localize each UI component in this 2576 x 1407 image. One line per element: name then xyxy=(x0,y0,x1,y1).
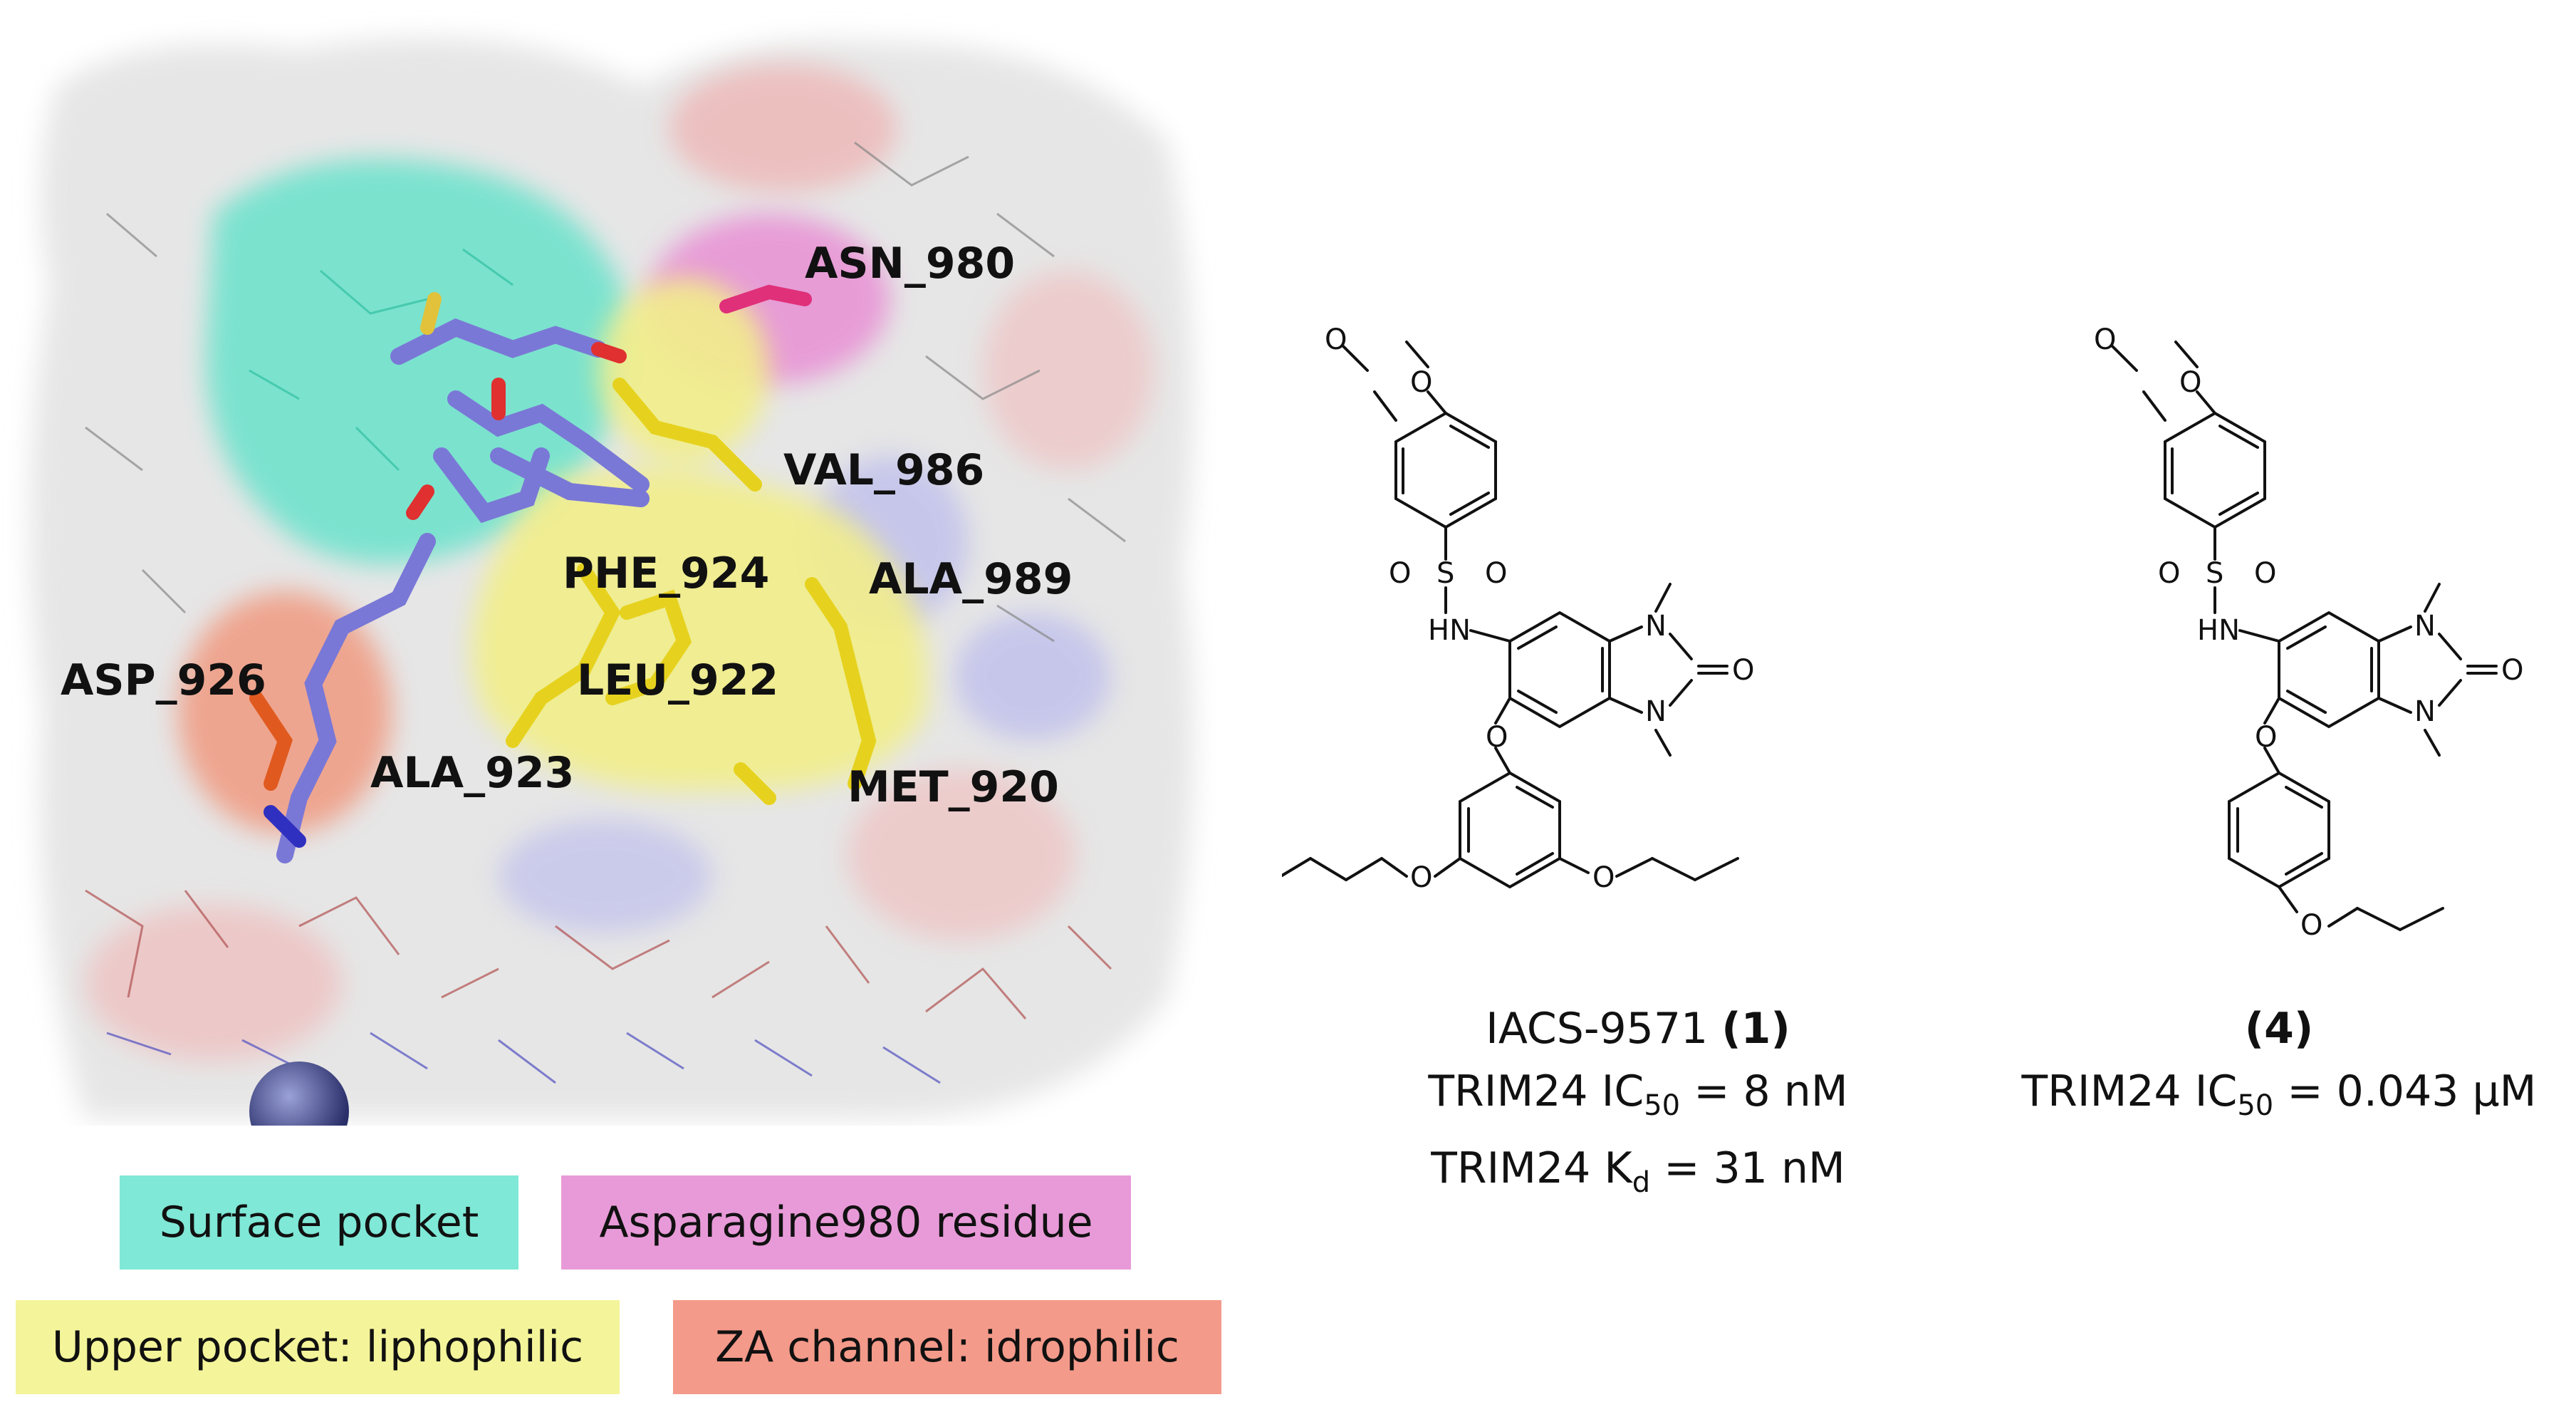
residue-label-leu922: LEU_922 xyxy=(577,655,779,705)
residue-label-ala923: ALA_923 xyxy=(370,748,575,798)
atom-o: O xyxy=(1485,557,1507,590)
compound1-ic50-value: = 8 nM xyxy=(1680,1066,1848,1116)
compound1-ic50-line: TRIM24 IC50 = 8 nM xyxy=(1353,1060,1923,1137)
atom-n: N xyxy=(2414,610,2436,643)
atom-o: O xyxy=(2501,654,2523,687)
compound1-kd-line: TRIM24 Kd = 31 nM xyxy=(1353,1137,1923,1214)
legend-asparagine980: Asparagine980 residue xyxy=(561,1175,1131,1270)
atom-o: O xyxy=(2094,323,2116,356)
atom-n: N xyxy=(1645,695,1667,728)
asp926-sticks xyxy=(249,691,293,791)
compound1-kd-prefix: TRIM24 K xyxy=(1431,1143,1632,1193)
legend-surface-pocket: Surface pocket xyxy=(120,1175,518,1270)
compound1-caption: IACS-9571 (1) TRIM24 IC50 = 8 nM TRIM24 … xyxy=(1353,997,1923,1214)
atom-o: O xyxy=(1486,721,1508,754)
atom-o: O xyxy=(2300,909,2322,940)
atom-n: N xyxy=(1645,610,1667,643)
compound4-number: (4) xyxy=(2244,1004,2314,1054)
residue-sticks xyxy=(506,378,877,805)
compound4-ic50-value: = 0.043 µM xyxy=(2273,1066,2537,1116)
compound4-ic50-prefix: TRIM24 IC xyxy=(2021,1066,2238,1116)
atom-o: O xyxy=(2254,557,2276,590)
za-channel-region xyxy=(178,591,392,834)
background-bonds xyxy=(85,141,1126,1084)
atom-o: O xyxy=(1325,323,1347,356)
residue-label-asn980: ASN_980 xyxy=(805,239,1016,289)
atom-o: O xyxy=(2255,721,2277,754)
atom-o: O xyxy=(2179,366,2201,399)
asn980-sticks xyxy=(719,284,812,313)
compound1-kd-value: = 31 nM xyxy=(1650,1143,1845,1193)
ligand-sticks xyxy=(276,318,650,863)
atom-n: N xyxy=(2414,695,2436,728)
compound4-structure: O O O S O HN N N O O O xyxy=(2094,323,2523,940)
atom-o: O xyxy=(2158,557,2180,590)
compound1-structure: O O O S O HN N N O O O O xyxy=(1282,323,1754,894)
residue-label-ala989: ALA_989 xyxy=(869,554,1073,604)
residue-label-val986: VAL_986 xyxy=(783,445,985,495)
metal-sphere xyxy=(249,1061,349,1126)
compound1-ic50-sub: 50 xyxy=(1644,1089,1681,1122)
compound1-number: (1) xyxy=(1721,1004,1790,1054)
residue-label-met920: MET_920 xyxy=(848,762,1059,812)
compound4-name-line: (4) xyxy=(1994,997,2564,1060)
residue-label-phe924: PHE_924 xyxy=(563,549,770,598)
atom-o: O xyxy=(1410,366,1432,399)
compound4-ic50-line: TRIM24 IC50 = 0.043 µM xyxy=(1994,1060,2564,1137)
atom-o: O xyxy=(1592,861,1615,894)
red-patches xyxy=(85,64,1154,1061)
compound4-ic50-sub: 50 xyxy=(2237,1089,2274,1122)
legend-za-channel: ZA channel: idrophilic xyxy=(673,1300,1221,1394)
protein-surface-rendering xyxy=(30,38,1194,1126)
atom-hn: HN xyxy=(2197,614,2240,647)
compound1-kd-sub: d xyxy=(1632,1166,1651,1199)
atom-o: O xyxy=(1389,557,1411,590)
atom-s: S xyxy=(2206,557,2223,590)
ligand-heteroatoms xyxy=(264,292,627,848)
compound1-ic50-prefix: TRIM24 IC xyxy=(1428,1066,1644,1116)
compound1-name-line: IACS-9571 (1) xyxy=(1353,997,1923,1060)
atom-o: O xyxy=(1732,654,1754,687)
atom-o: O xyxy=(1410,861,1432,894)
compound1-name: IACS-9571 xyxy=(1486,1004,1722,1054)
atom-hn: HN xyxy=(1428,614,1471,647)
residue-label-asp926: ASP_926 xyxy=(61,655,266,705)
legend-upper-pocket: Upper pocket: liphophilic xyxy=(16,1300,620,1394)
compound4-caption: (4) TRIM24 IC50 = 0.043 µM xyxy=(1994,997,2564,1137)
atom-s: S xyxy=(1436,557,1454,590)
